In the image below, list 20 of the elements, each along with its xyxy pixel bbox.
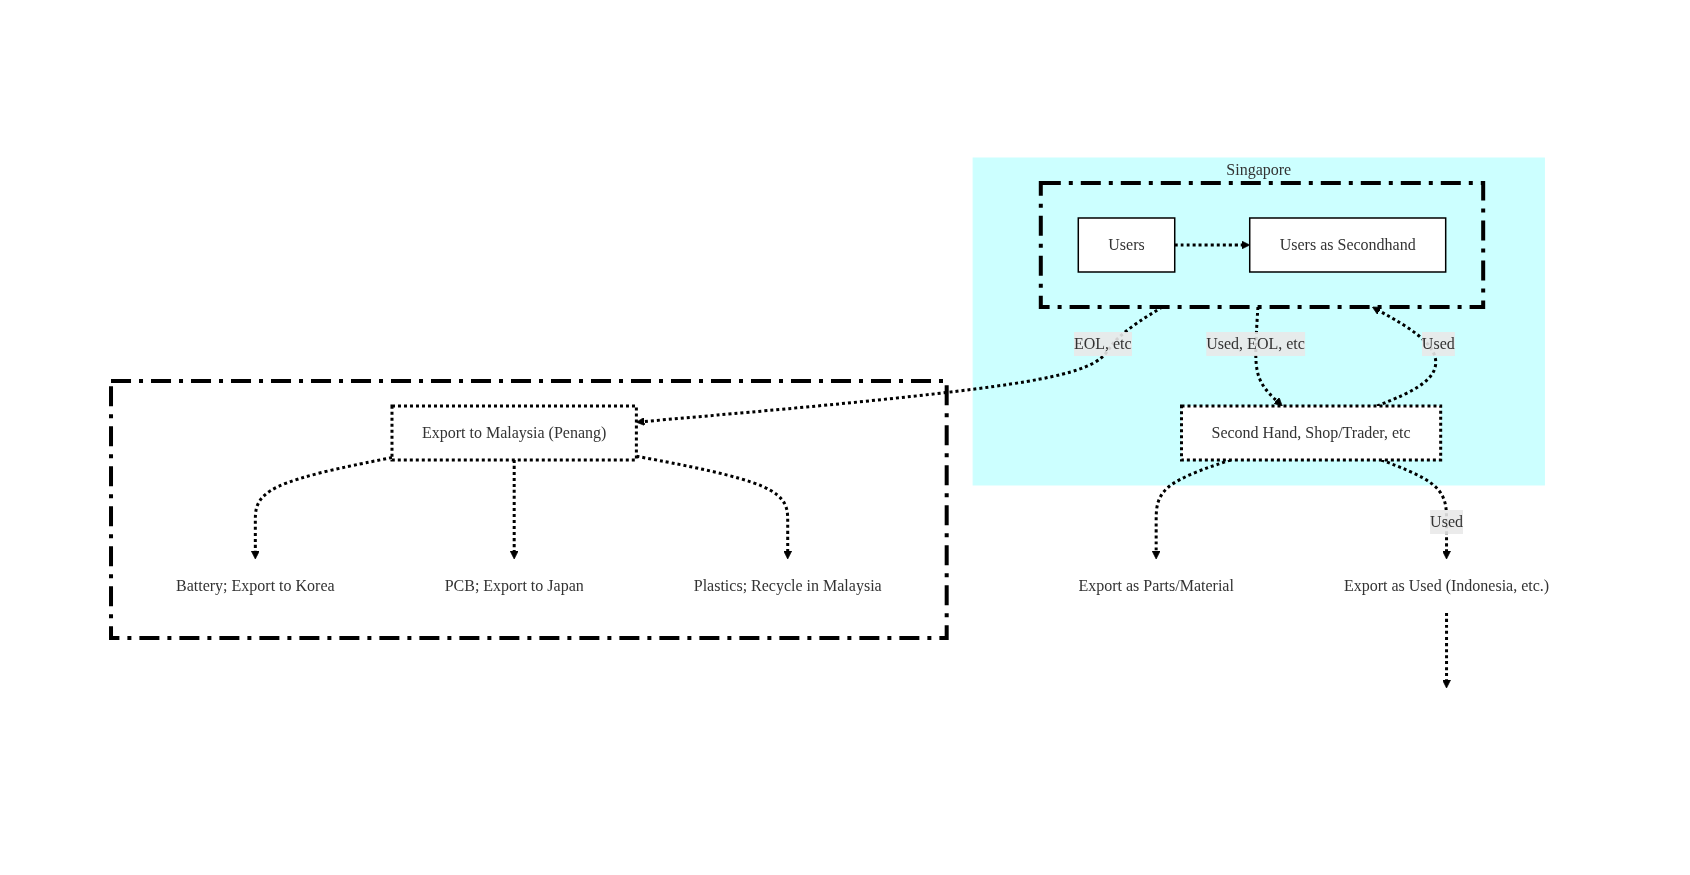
- edge-label: EOL, etc: [1073, 334, 1132, 352]
- edge-label: Used, EOL, etc: [1206, 334, 1305, 352]
- node-box: Users as Secondhand: [1248, 216, 1447, 273]
- arrow: [636, 454, 792, 559]
- cluster: [108, 378, 949, 640]
- node-text: Plastics; Recycle in Malaysia: [693, 576, 882, 594]
- node-text: Export as Used (Indonesia, etc.): [1343, 576, 1550, 594]
- cluster: [1038, 180, 1486, 309]
- arrow: [1442, 612, 1451, 688]
- node-box: Second Hand, Shop/Trader, etc: [1179, 404, 1443, 461]
- arrow: [250, 455, 393, 559]
- arrow: [509, 459, 519, 559]
- node-text: Battery; Export to Korea: [175, 576, 335, 594]
- edge-label: Used: [1421, 334, 1455, 352]
- arrow: [1254, 306, 1283, 406]
- node-box: Export to Malaysia (Penang): [390, 404, 638, 461]
- node-text: Export as Parts/Material: [1078, 576, 1234, 594]
- node-text: PCB; Export to Japan: [444, 576, 584, 594]
- node-box: Users: [1077, 216, 1176, 273]
- edge-label: Used: [1430, 512, 1463, 530]
